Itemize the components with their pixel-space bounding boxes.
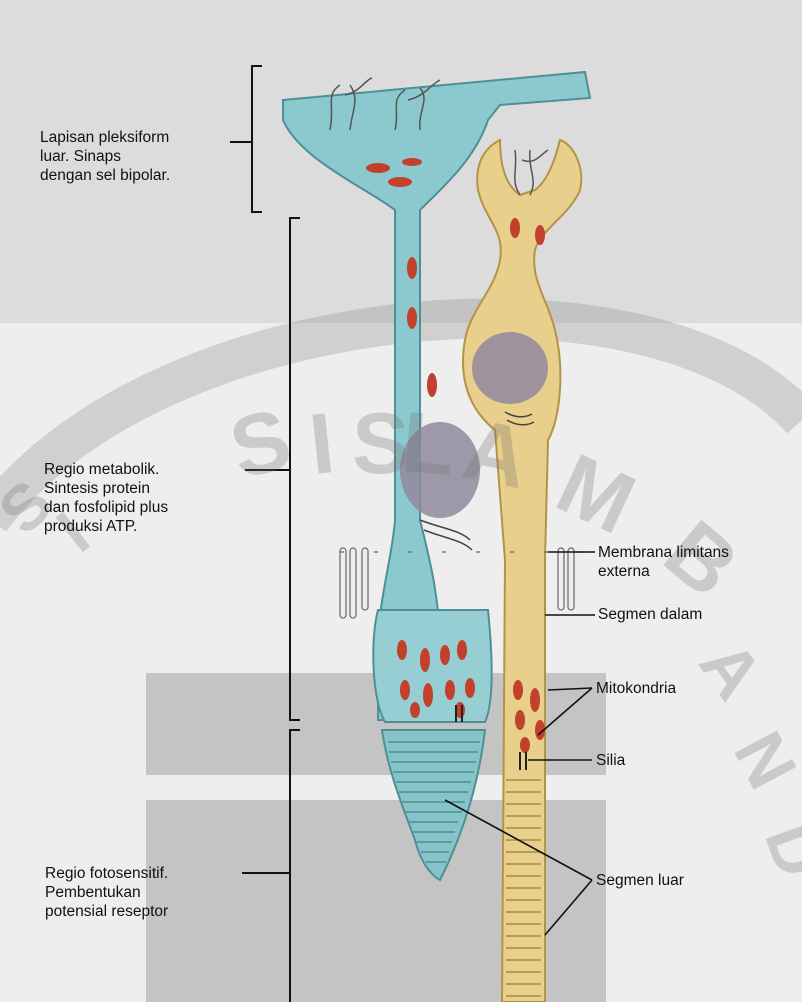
label-inner-segment: Segmen dalam (598, 605, 702, 624)
label-line: Pembentukan (45, 883, 168, 902)
external-limiting-membrane (340, 548, 590, 618)
label-line: luar. Sinaps (40, 147, 170, 166)
label-line: Lapisan pleksiform (40, 128, 170, 147)
label-line: potensial reseptor (45, 902, 168, 921)
rod-inner-segment (373, 610, 491, 722)
label-line: Regio fotosensitif. (45, 864, 168, 883)
label-line: Membrana limitans (598, 543, 729, 562)
label-line: dan fosfolipid plus (44, 498, 168, 517)
label-mitochondria: Mitokondria (596, 679, 676, 698)
label-line: Regio metabolik. (44, 460, 168, 479)
label-photosensitive-region: Regio fotosensitif. Pembentukan potensia… (45, 864, 168, 921)
label-line: produksi ATP. (44, 517, 168, 536)
watermark-letter-6: L (398, 393, 459, 496)
label-cilia: Silia (596, 751, 625, 770)
label-outer-plexiform-layer: Lapisan pleksiform luar. Sinaps dengan s… (40, 128, 170, 185)
left-brackets (230, 66, 300, 1002)
label-outer-segment: Segmen luar (596, 871, 684, 890)
bracket-photosensitive (290, 730, 300, 1002)
label-line: dengan sel bipolar. (40, 166, 170, 185)
rod-golgi (420, 520, 472, 550)
label-line: externa (598, 562, 729, 581)
label-external-limiting-membrane: Membrana limitans externa (598, 543, 729, 581)
label-metabolic-region: Regio metabolik. Sintesis protein dan fo… (44, 460, 168, 536)
label-line: Sintesis protein (44, 479, 168, 498)
bracket-plexiform (252, 66, 262, 212)
cone-nucleus (472, 332, 548, 404)
